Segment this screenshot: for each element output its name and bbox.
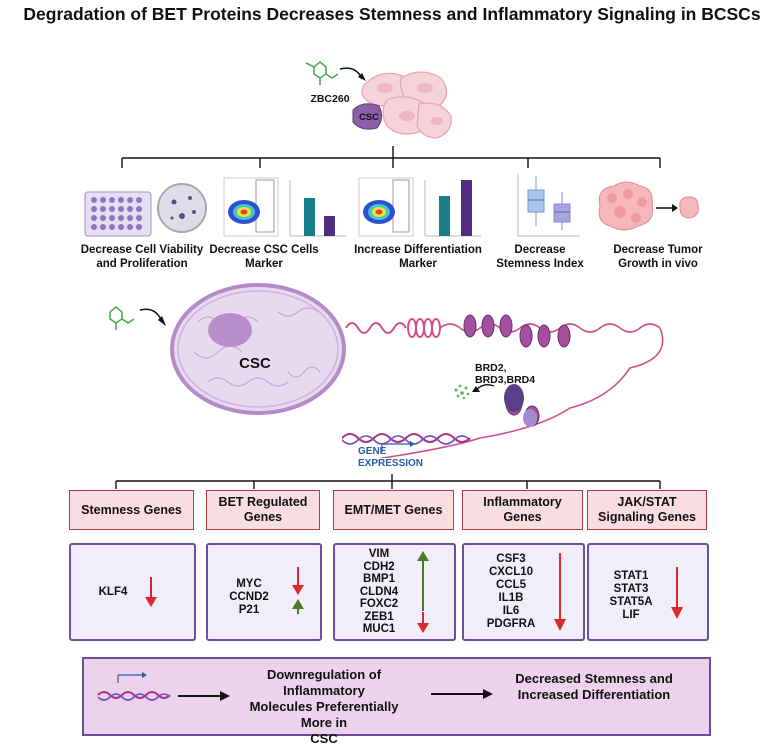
summary-arrow-icon — [431, 689, 493, 699]
gene-klf4: KLF4 — [98, 586, 128, 598]
gene-il6: IL6 — [502, 605, 520, 617]
gene-ccl5: CCL5 — [495, 579, 527, 591]
chromatin-strand-icon — [342, 314, 664, 458]
csc-cell-icon — [170, 283, 346, 415]
down-arrow-icon — [554, 553, 566, 631]
gene-stat1: STAT1 — [613, 570, 649, 582]
gene-vim: VIM — [368, 548, 390, 560]
gene-list-bet: MYC CCND2 P21 — [218, 578, 280, 617]
gene-list-jak-stat: STAT1 STAT3 STAT5A LIF — [603, 570, 659, 622]
gene-ccnd2: CCND2 — [229, 591, 269, 603]
gene-cxcl10: CXCL10 — [488, 566, 534, 578]
gene-pdgfra: PDGFRA — [486, 618, 536, 630]
gene-zeb1: ZEB1 — [364, 610, 394, 623]
category-stemness-genes: Stemness Genes — [69, 490, 194, 530]
gene-myc: MYC — [236, 578, 262, 590]
csc-cluster-label: CSC — [358, 112, 380, 123]
gene-bmp1: BMP1 — [363, 573, 395, 585]
gene-box-emt: VIM CDH2 BMP1 CLDN4 FOXC2 ZEB1 MUC1 — [333, 543, 456, 641]
tumor-growth-icon — [598, 181, 699, 231]
cell-label: CSC — [239, 355, 271, 372]
gene-stat5a: STAT5A — [609, 596, 653, 608]
well-plate-icon — [84, 183, 207, 237]
tumor-cluster-icon — [352, 71, 452, 139]
gene-cldn4: CLDN4 — [359, 585, 399, 598]
gene-foxc2: FOXC2 — [359, 598, 399, 610]
gene-csf3: CSF3 — [496, 553, 526, 565]
down-arrow-icon — [671, 567, 683, 619]
gene-p21: P21 — [238, 604, 260, 616]
down-arrow-icon — [292, 567, 304, 595]
drug-molecule-icon-2 — [109, 305, 166, 330]
gene-list-inflammatory: CSF3 CXCL10 CCL5 IL1B IL6 PDGFRA — [478, 553, 544, 631]
down-arrow-icon — [145, 577, 157, 607]
down-arrow-icon — [417, 612, 429, 633]
degraded-protein-icon — [454, 383, 495, 400]
stemness-boxplot-icon — [517, 174, 580, 237]
flow-cytometry-differentiation-icon — [358, 177, 481, 237]
gene-box-jak-stat: STAT1 STAT3 STAT5A LIF — [587, 543, 709, 641]
gene-stat3: STAT3 — [613, 583, 649, 595]
gene-box-bet: MYC CCND2 P21 — [206, 543, 322, 641]
gene-lif: LIF — [622, 609, 640, 621]
gene-box-stemness: KLF4 — [69, 543, 196, 641]
drug-molecule-icon — [305, 60, 366, 85]
gene-box-inflammatory: CSF3 CXCL10 CCL5 IL1B IL6 PDGFRA — [462, 543, 585, 641]
up-arrow-icon — [292, 599, 304, 614]
brd-label: BRD2,BRD3,BRD4 — [475, 362, 536, 386]
gene-cdh2: CDH2 — [363, 560, 395, 573]
flow-cytometry-csc-icon — [223, 177, 346, 237]
dna-to-summary-icon — [97, 672, 230, 701]
drug-label: ZBC260 — [310, 93, 350, 105]
gene-muc1: MUC1 — [362, 623, 396, 635]
figure-title: Degradation of BET Proteins Decreases St… — [23, 4, 761, 24]
gene-list-emt: VIM CDH2 BMP1 CLDN4 FOXC2 ZEB1 MUC1 — [349, 548, 409, 636]
up-arrow-icon — [417, 551, 429, 611]
category-emt-met-genes: EMT/MET Genes — [333, 490, 454, 530]
gene-il1b: IL1B — [498, 592, 524, 604]
gene-expression-arrow-icon — [381, 441, 415, 452]
